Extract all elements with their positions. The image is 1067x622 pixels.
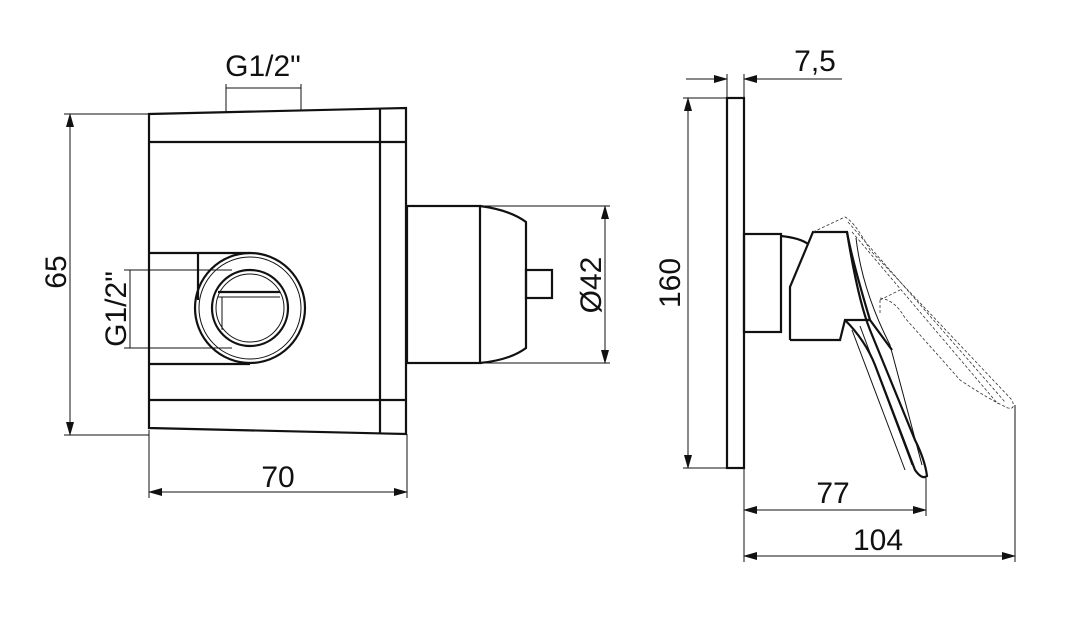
dim-handle-depth-label: 77 [816, 477, 849, 510]
cartridge-housing [405, 204, 554, 365]
dim-width-label: 70 [261, 461, 294, 494]
dim-plate-thickness-label: 7,5 [794, 45, 836, 78]
dimension-diameter-42: Ø42 [480, 205, 610, 364]
dim-diameter-label: Ø42 [575, 257, 608, 314]
outlet-connection [193, 251, 307, 365]
dimension-plate-thickness: 7,5 [686, 45, 842, 98]
dimension-total-depth: 104 [743, 405, 1016, 562]
dimension-top-thread: G1/2" [225, 50, 302, 112]
front-view-body [147, 106, 408, 436]
dimension-handle-depth: 77 [743, 468, 927, 562]
dim-height-label: 65 [40, 255, 73, 288]
dimension-side-thread: G1/2" [100, 269, 232, 349]
wall-plate [725, 96, 746, 470]
dimension-height-65: 65 [40, 113, 149, 436]
dim-plate-height-label: 160 [654, 258, 687, 308]
dimension-width-70: 70 [148, 430, 408, 498]
dim-total-depth-label: 104 [853, 524, 903, 557]
dimension-plate-height: 160 [654, 97, 727, 469]
dim-side-thread-label: G1/2" [100, 271, 133, 347]
mixer-body [742, 230, 893, 351]
lever-handle [844, 231, 929, 479]
lever-open-position-ghost [812, 216, 1014, 409]
dim-top-thread-label: G1/2" [225, 50, 301, 83]
